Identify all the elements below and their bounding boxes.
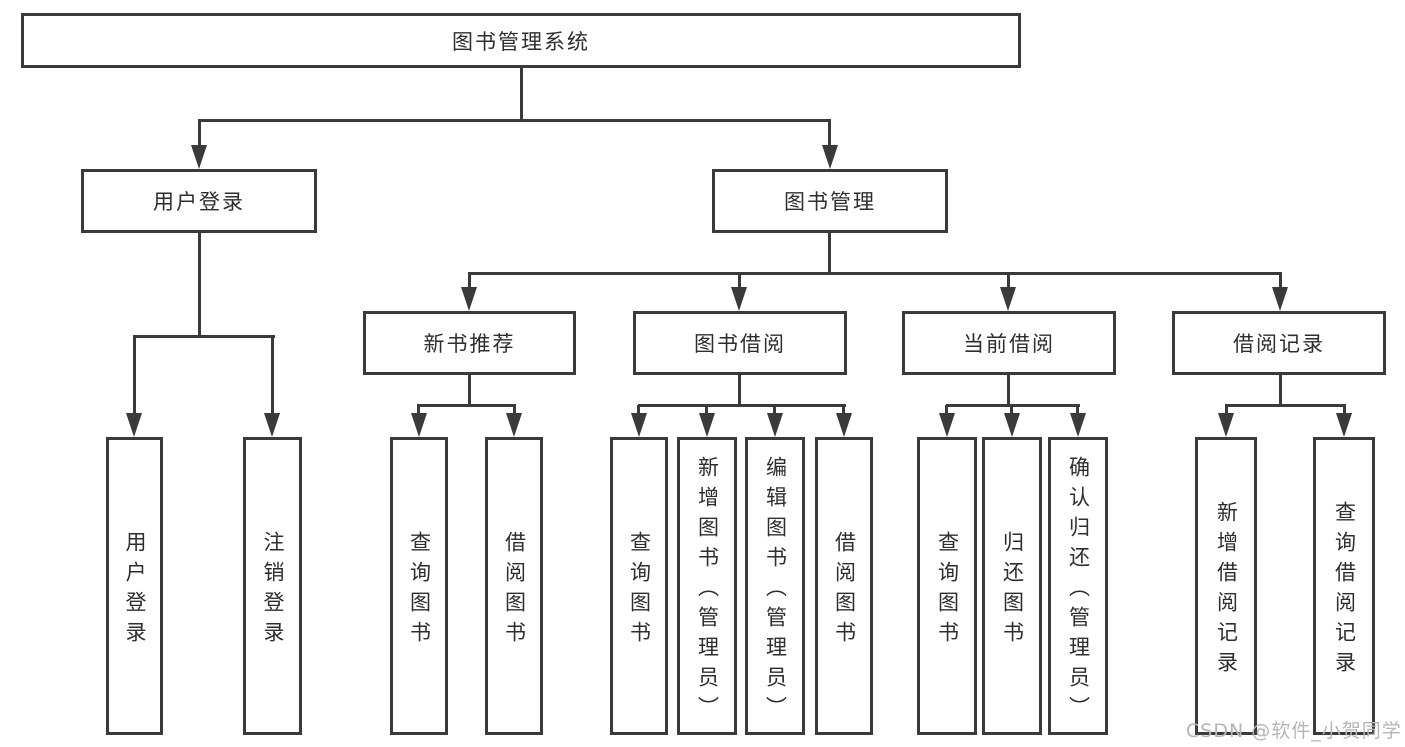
node-book-borrowing: 图书借阅 — [633, 311, 847, 375]
node-borrowing-records: 借阅记录 — [1172, 311, 1386, 375]
connector-line — [133, 336, 136, 415]
leaf-return-book: 归还图书 — [982, 437, 1042, 735]
arrowhead-icon — [939, 413, 955, 437]
arrowhead-icon — [1004, 413, 1020, 437]
connector-line — [513, 405, 516, 416]
connector-line — [705, 405, 708, 416]
arrowhead-icon — [264, 413, 280, 437]
connector-line — [1225, 404, 1346, 407]
node-user-login: 用户登录 — [81, 169, 317, 233]
leaf-label: 查询图书 — [407, 530, 432, 651]
connector-line — [417, 404, 516, 407]
arrowhead-icon — [631, 413, 647, 437]
connector-line — [1010, 405, 1013, 416]
connector-line — [1279, 273, 1282, 289]
leaf-edit-book-admin: 编辑图书（管理员） — [745, 437, 805, 735]
leaf-query-books-borrowing: 查询图书 — [610, 437, 668, 735]
arrowhead-icon — [411, 413, 427, 437]
arrowhead-icon — [506, 413, 522, 437]
arrowhead-icon — [461, 287, 477, 311]
leaf-query-books-recommend: 查询图书 — [390, 437, 448, 735]
connector-line — [198, 120, 201, 147]
leaf-label: 查询图书 — [935, 530, 960, 651]
node-book-management: 图书管理 — [712, 169, 948, 233]
node-current-borrowing: 当前借阅 — [902, 311, 1116, 375]
connector-line — [1007, 273, 1010, 289]
arrowhead-icon — [836, 413, 852, 437]
connector-line — [1007, 375, 1010, 406]
leaf-query-books-current: 查询图书 — [917, 437, 977, 735]
leaf-borrow-books-recommend: 借阅图书 — [485, 437, 543, 735]
connector-line — [198, 233, 201, 338]
connector-line — [738, 375, 741, 406]
leaf-label: 借阅图书 — [832, 530, 857, 651]
leaf-add-book-admin: 新增图书（管理员） — [677, 437, 737, 735]
connector-line — [738, 273, 741, 289]
arrowhead-icon — [1336, 413, 1352, 437]
csdn-watermark: CSDN @软件_小贺同学 — [1186, 720, 1402, 742]
leaf-borrow-books-borrowing: 借阅图书 — [815, 437, 873, 735]
arrowhead-icon — [699, 413, 715, 437]
connector-line — [638, 404, 846, 407]
connector-line — [946, 404, 1080, 407]
connector-line — [417, 405, 420, 416]
leaf-label: 归还图书 — [1000, 530, 1025, 651]
connector-line — [828, 120, 831, 147]
leaf-label: 确认归还（管理员） — [1066, 455, 1091, 726]
leaf-label: 注销登录 — [261, 530, 285, 651]
connector-line — [468, 273, 471, 289]
arrowhead-icon — [731, 287, 747, 311]
leaf-label: 查询借阅记录 — [1332, 500, 1357, 681]
connector-line — [520, 68, 523, 120]
node-root: 图书管理系统 — [21, 13, 1021, 68]
leaf-query-borrow-record: 查询借阅记录 — [1313, 437, 1375, 735]
connector-line — [271, 336, 274, 415]
leaf-label: 查询图书 — [627, 530, 652, 651]
connector-line — [133, 335, 275, 338]
connector-line — [1279, 375, 1282, 406]
connector-line — [468, 272, 1282, 275]
arrowhead-icon — [191, 145, 207, 169]
connector-line — [842, 405, 845, 416]
leaf-add-borrow-record: 新增借阅记录 — [1195, 437, 1257, 735]
arrowhead-icon — [767, 413, 783, 437]
leaf-confirm-return-admin: 确认归还（管理员） — [1048, 437, 1108, 735]
node-new-book-recommend: 新书推荐 — [363, 311, 576, 375]
leaf-logout: 注销登录 — [243, 437, 302, 735]
connector-line — [1343, 405, 1346, 416]
connector-line — [1225, 405, 1228, 416]
leaf-user-login: 用户登录 — [106, 437, 163, 735]
connector-line — [1076, 405, 1079, 416]
connector-line — [828, 233, 831, 274]
arrowhead-icon — [1070, 413, 1086, 437]
leaf-label: 用户登录 — [123, 530, 147, 651]
arrowhead-icon — [1272, 287, 1288, 311]
leaf-label: 新增借阅记录 — [1214, 500, 1239, 681]
connector-line — [198, 119, 831, 122]
connector-line — [468, 375, 471, 406]
leaf-label: 借阅图书 — [502, 530, 527, 651]
leaf-label: 新增图书（管理员） — [695, 455, 720, 726]
arrowhead-icon — [822, 145, 838, 169]
connector-line — [945, 405, 948, 416]
connector-line — [637, 405, 640, 416]
connector-line — [773, 405, 776, 416]
leaf-label: 编辑图书（管理员） — [763, 455, 788, 726]
arrowhead-icon — [1000, 287, 1016, 311]
arrowhead-icon — [126, 413, 142, 437]
arrowhead-icon — [1218, 413, 1234, 437]
